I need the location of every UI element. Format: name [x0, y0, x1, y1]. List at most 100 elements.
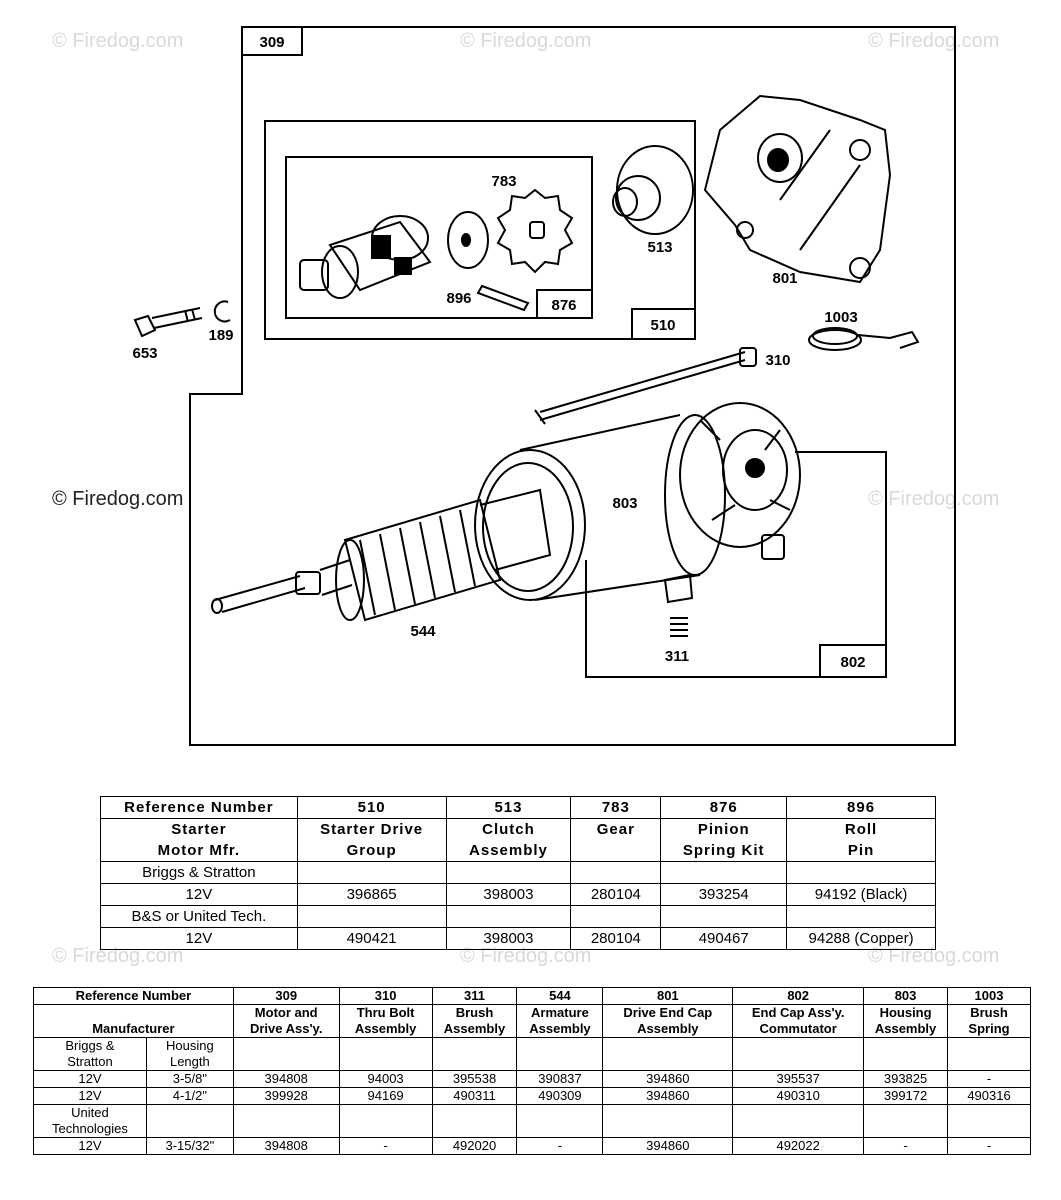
table-header-cell: 510: [296, 796, 447, 819]
table-cell: 94192 (Black): [786, 883, 936, 906]
bolt-653-part: [133, 307, 203, 338]
table-row: Reference Number 309 310 311 544 801 802…: [33, 987, 1031, 1005]
table-header-cell: Assembly: [445, 840, 572, 862]
table-cell: 393254: [660, 883, 788, 906]
part-label-803: 803: [612, 495, 637, 512]
table-cell: 394808: [232, 1070, 340, 1088]
table-header-cell: [570, 840, 662, 862]
table-header-cell: Assembly: [516, 1021, 604, 1038]
table-cell: United: [33, 1104, 147, 1121]
watermark: © Firedog.com: [460, 30, 592, 52]
table-cell: 12V: [100, 927, 298, 950]
housing-part: [474, 414, 726, 601]
table-cell: 399172: [863, 1087, 949, 1105]
table-header-cell: Clutch: [445, 818, 572, 840]
part-label-896: 896: [446, 290, 471, 307]
table-cell: B&S or United Tech.: [100, 905, 298, 928]
parts-table-1: Reference Number 510 513 783 876 896 Sta…: [100, 796, 936, 950]
table-header-cell: Assembly: [602, 1021, 734, 1038]
part-label-189: 189: [208, 327, 233, 344]
table-cell: 492022: [732, 1137, 865, 1155]
table-cell: 395537: [732, 1070, 865, 1088]
watermark: © Firedog.com: [460, 945, 592, 967]
table-cell: 398003: [445, 883, 572, 906]
table-cell: 4-1/2": [145, 1087, 234, 1105]
table-header-cell: Roll: [786, 818, 936, 840]
table-cell: 399928: [232, 1087, 340, 1105]
table-header-cell: Manufacturer: [33, 1021, 234, 1038]
table-cell: 394860: [602, 1087, 734, 1105]
table-cell: Technologies: [33, 1121, 147, 1138]
watermark: © Firedog.com: [52, 30, 184, 52]
table-header-cell: 310: [338, 987, 433, 1005]
part-label-310: 310: [765, 352, 790, 369]
table-header-cell: Housing: [863, 1004, 949, 1021]
brush-spring-part: [808, 327, 920, 351]
table-cell: 394860: [602, 1137, 734, 1155]
part-label-513: 513: [647, 239, 672, 256]
table-cell: 3-15/32": [145, 1137, 234, 1155]
table-row: Technologies: [33, 1121, 1031, 1138]
table-row: Motor and Thru Bolt Brush Armature Drive…: [33, 1004, 1031, 1021]
table-cell: 12V: [33, 1070, 147, 1088]
table-cell: [296, 905, 447, 928]
table-cell: 94003: [338, 1070, 433, 1088]
table-cell: 94288 (Copper): [786, 927, 936, 950]
table-header-cell: Starter Drive: [296, 818, 447, 840]
table-header-cell: Reference Number: [33, 987, 234, 1005]
table-header-cell: Pin: [786, 840, 936, 862]
table-header-cell: End Cap Ass'y.: [732, 1004, 865, 1021]
table-cell: 12V: [100, 883, 298, 906]
table-cell: [570, 861, 662, 884]
watermark: © Firedog.com: [52, 488, 184, 510]
table-cell: 490311: [431, 1087, 518, 1105]
table-header-cell: Drive End Cap: [602, 1004, 734, 1021]
table-cell: 490421: [296, 927, 447, 950]
table-cell: [445, 905, 572, 928]
table-cell: [660, 905, 788, 928]
table-header-cell: 802: [732, 987, 865, 1005]
table-cell: 12V: [33, 1087, 147, 1105]
table-cell: 390837: [516, 1070, 604, 1088]
table-header-cell: 311: [431, 987, 518, 1005]
table-row: Motor Mfr. Group Assembly Spring Kit Pin: [100, 840, 936, 862]
table-row: 12V 4-1/2" 399928 94169 490311 490309 39…: [33, 1087, 1031, 1105]
table-row: 12V 3-5/8" 394808 94003 395538 390837 39…: [33, 1070, 1031, 1088]
table-cell: Briggs &: [33, 1037, 147, 1054]
table-header-cell: Assembly: [431, 1021, 518, 1038]
part-label-1003: 1003: [824, 309, 857, 326]
table-cell: -: [947, 1070, 1031, 1088]
table-header-cell: Brush: [947, 1004, 1031, 1021]
table-row: Briggs & Housing: [33, 1037, 1031, 1054]
armature-part: [211, 488, 552, 622]
frame-label: 309: [259, 34, 284, 51]
parts-table-2: Reference Number 309 310 311 544 801 802…: [33, 987, 1031, 1155]
table-row: Starter Starter Drive Clutch Gear Pinion…: [100, 818, 936, 840]
table-header-cell: 801: [602, 987, 734, 1005]
table-cell: 490310: [732, 1087, 865, 1105]
clutch-part: [612, 145, 694, 235]
clip-189-part: [213, 300, 231, 323]
brush-assembly-part: [663, 573, 694, 637]
table-header-cell: 783: [570, 796, 662, 819]
end-cap-commutator-part: [679, 402, 801, 560]
table-cell: [660, 861, 788, 884]
group-876-box: [285, 156, 593, 319]
table-cell: 94169: [338, 1087, 433, 1105]
table-header-cell: Spring Kit: [660, 840, 788, 862]
table-header-cell: Reference Number: [100, 796, 298, 819]
part-label-311: 311: [665, 648, 689, 665]
table-header-cell: Assembly: [863, 1021, 949, 1038]
group-510-label: 510: [650, 317, 675, 334]
roll-pin-part: [476, 284, 530, 312]
frame-309: [189, 26, 956, 746]
table-header-cell: Group: [296, 840, 447, 862]
table-cell: 394808: [232, 1137, 340, 1155]
table-row: B&S or United Tech.: [100, 905, 936, 928]
table-cell: Housing: [145, 1037, 234, 1054]
table-row: 12V 3-15/32" 394808 - 492020 - 394860 49…: [33, 1137, 1031, 1155]
table-cell: 280104: [570, 927, 662, 950]
watermark: © Firedog.com: [868, 488, 1000, 510]
table-cell: 490316: [947, 1087, 1031, 1105]
part-label-783: 783: [491, 173, 516, 190]
